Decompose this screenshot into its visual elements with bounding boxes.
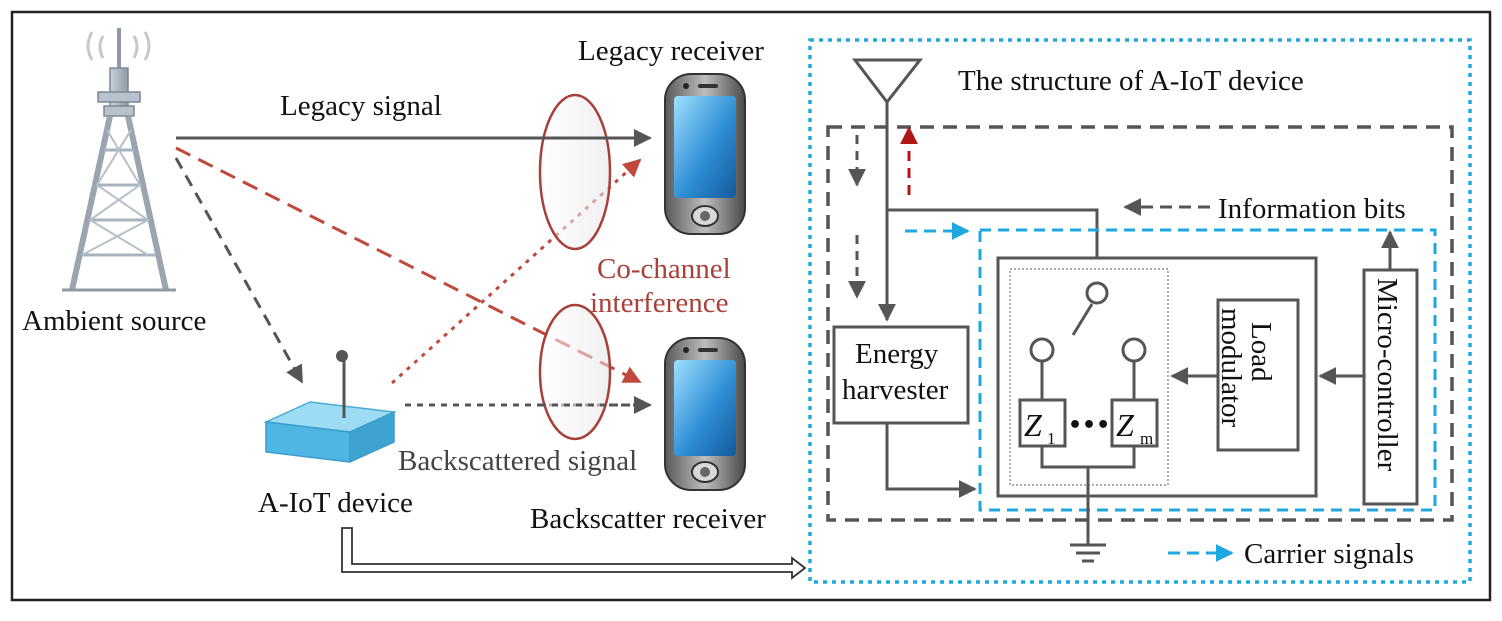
impedance-z1-box	[1018, 398, 1067, 448]
impedance-z1-subscript: 1	[1047, 429, 1056, 448]
ambient-to-device-arrow	[174, 157, 304, 384]
antenna-icon	[851, 58, 924, 210]
ambient-source-label: Ambient source	[22, 305, 206, 337]
device-to-structure-connector	[341, 527, 807, 580]
terminal-z1-icon	[1029, 337, 1055, 363]
co-channel-label-line2: interference	[590, 287, 728, 319]
structure-outer-box	[808, 38, 1472, 584]
impedance-zm-subscript: m	[1140, 429, 1153, 448]
legacy-receiver-label: Legacy receiver	[578, 35, 764, 67]
backscattered-signal-label: Backscattered signal	[398, 445, 637, 477]
information-bits-label: Information bits	[1218, 193, 1406, 225]
impedance-zm-box	[1110, 398, 1159, 448]
switch-icon	[1071, 281, 1109, 336]
backscatter-receiver-label: Backscatter receiver	[530, 503, 766, 535]
energy-harvester-label-line1: Energy	[855, 338, 939, 370]
load-modulator-label-line2: modulator	[1215, 308, 1247, 428]
energy-harvester-label-line2: harvester	[842, 374, 949, 406]
impedance-z1-letter: Z	[1024, 407, 1043, 443]
ground-icon	[1070, 543, 1106, 563]
impedance-zm-letter: Z	[1116, 407, 1135, 443]
co-channel-label-line1: Co-channel	[597, 253, 731, 285]
legacy-interference-ellipse	[538, 93, 612, 251]
outer-frame	[10, 10, 1492, 602]
tower-icon	[62, 28, 176, 292]
device-inner-dashed-box	[826, 125, 1454, 522]
load-modulator-label-line1: Load	[1245, 322, 1277, 382]
carrier-dashed-box	[978, 228, 1437, 512]
aiot-device-label: A-IoT device	[258, 487, 413, 519]
terminal-zm-icon	[1121, 337, 1147, 363]
energy-harvester-box	[832, 325, 970, 425]
aiot-device-icon	[263, 350, 397, 464]
carrier-signals-label: Carrier signals	[1244, 538, 1414, 570]
impedance-ellipsis: •••	[1068, 413, 1110, 438]
structure-title: The structure of A-IoT device	[958, 65, 1304, 97]
legacy-signal-label: Legacy signal	[280, 90, 442, 122]
legacy-receiver-phone-icon	[664, 73, 746, 235]
backscatter-interference-ellipse	[538, 303, 612, 441]
micro-controller-label: Micro-controller	[1371, 278, 1403, 472]
harvester-output-wire	[885, 423, 977, 498]
backscatter-receiver-phone-icon	[664, 337, 746, 491]
